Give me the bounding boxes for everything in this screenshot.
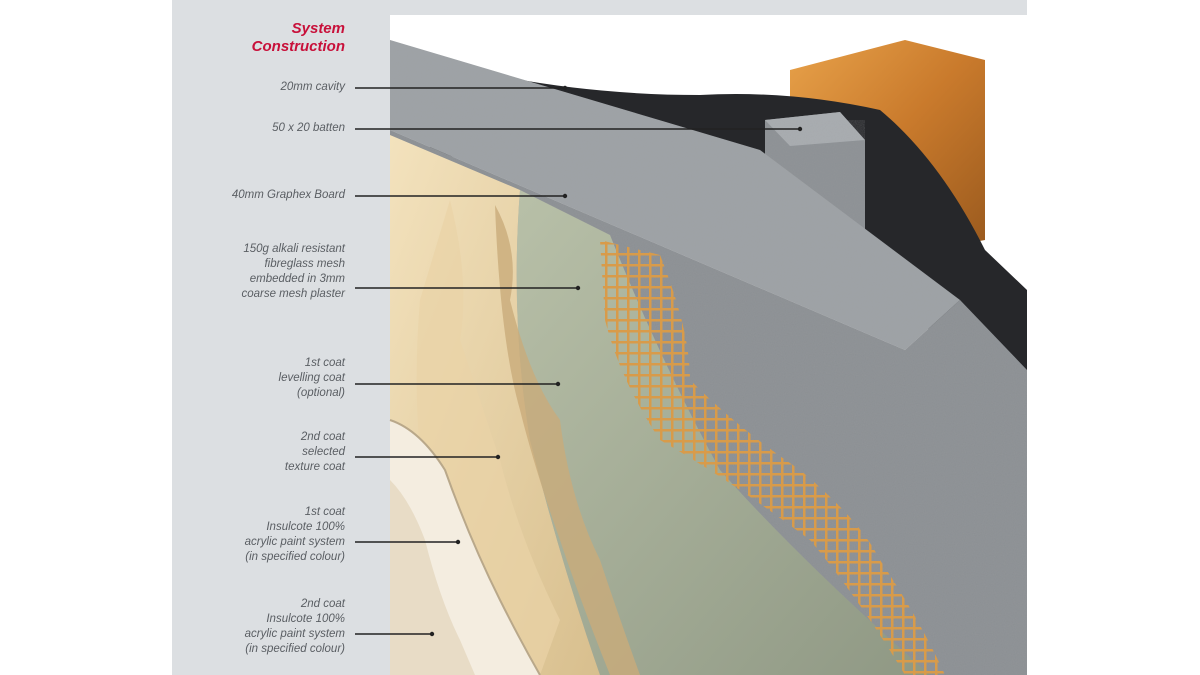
label-text: (in specified colour) <box>245 643 345 655</box>
label-mesh: 150g alkali resistant fibreglass mesh em… <box>180 242 345 302</box>
leader-dots <box>429 85 803 637</box>
title-line-1: System <box>291 20 345 37</box>
label-text: 40mm Graphex Board <box>231 189 345 201</box>
label-text: Insulcote 100% <box>266 613 345 625</box>
label-batten: 50 x 20 batten <box>180 121 345 136</box>
label-text: embedded in 3mm <box>249 273 345 285</box>
label-text: acrylic paint system <box>244 628 345 640</box>
fibreglass-mesh <box>600 240 945 675</box>
label-texture: 2nd coat selected texture coat <box>180 430 345 475</box>
label-text: 2nd coat <box>300 598 345 610</box>
label-text: fibreglass mesh <box>264 258 345 270</box>
label-text: Insulcote 100% <box>266 521 345 533</box>
leader-lines <box>355 87 800 635</box>
label-paint-1: 1st coat Insulcote 100% acrylic paint sy… <box>180 505 345 565</box>
title-line-2: Construction <box>251 38 345 55</box>
label-text: 150g alkali resistant <box>243 243 345 255</box>
label-text: coarse mesh plaster <box>241 288 345 300</box>
paint-layer-2 <box>390 480 475 675</box>
label-text: levelling coat <box>278 372 345 384</box>
label-text: 1st coat <box>304 506 345 518</box>
label-text: selected <box>302 446 345 458</box>
label-text: 20mm cavity <box>280 81 345 93</box>
label-text: 2nd coat <box>300 431 345 443</box>
label-text: 1st coat <box>304 357 345 369</box>
label-text: (optional) <box>297 387 345 399</box>
diagram-title: System Construction <box>195 20 345 56</box>
label-text: 50 x 20 batten <box>272 122 345 134</box>
label-paint-2: 2nd coat Insulcote 100% acrylic paint sy… <box>180 597 345 657</box>
label-text: acrylic paint system <box>244 536 345 548</box>
label-leveling: 1st coat levelling coat (optional) <box>180 356 345 401</box>
label-cavity: 20mm cavity <box>180 80 345 95</box>
label-board: 40mm Graphex Board <box>180 188 345 203</box>
label-text: texture coat <box>284 461 345 473</box>
label-text: (in specified colour) <box>245 551 345 563</box>
